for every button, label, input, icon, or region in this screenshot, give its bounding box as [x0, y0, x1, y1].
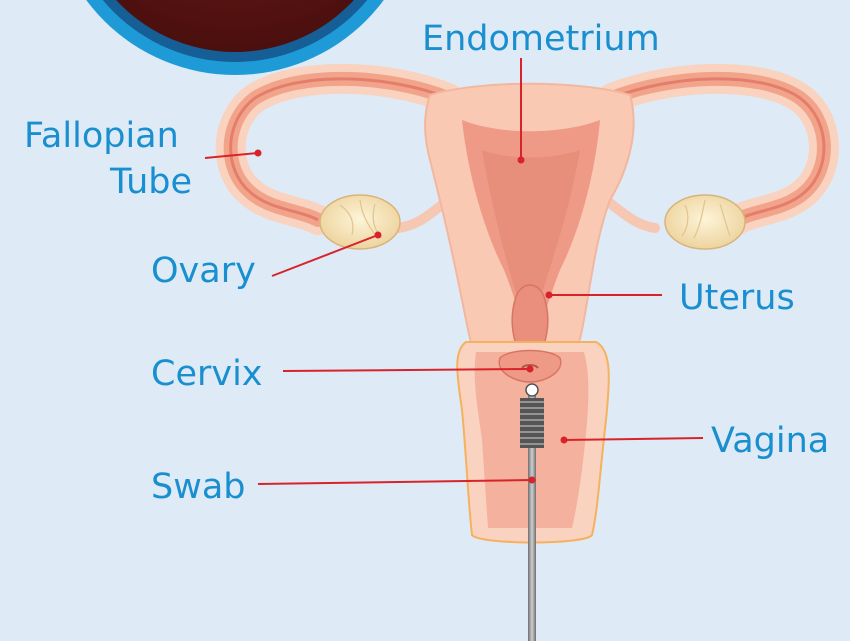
label-fallopian-line2: Tube	[109, 162, 192, 202]
cervix-dot	[527, 366, 534, 373]
vagina-dot	[561, 437, 568, 444]
label-vagina: Vagina	[711, 421, 829, 461]
ovary-leader	[272, 235, 378, 276]
inset-circle	[50, 0, 420, 75]
label-uterus: Uterus	[679, 278, 795, 318]
label-swab: Swab	[151, 467, 246, 507]
label-endometrium: Endometrium	[422, 19, 660, 59]
swab-dot	[529, 477, 536, 484]
label-fallopian-line1: Fallopian	[24, 116, 179, 156]
ovary-dot	[375, 232, 382, 239]
right-ovary	[665, 195, 745, 249]
label-ovary: Ovary	[151, 251, 256, 291]
uterus-dot	[546, 292, 553, 299]
endometrium-dot	[518, 157, 525, 164]
label-cervix: Cervix	[151, 354, 263, 394]
fallopian-dot	[255, 150, 262, 157]
